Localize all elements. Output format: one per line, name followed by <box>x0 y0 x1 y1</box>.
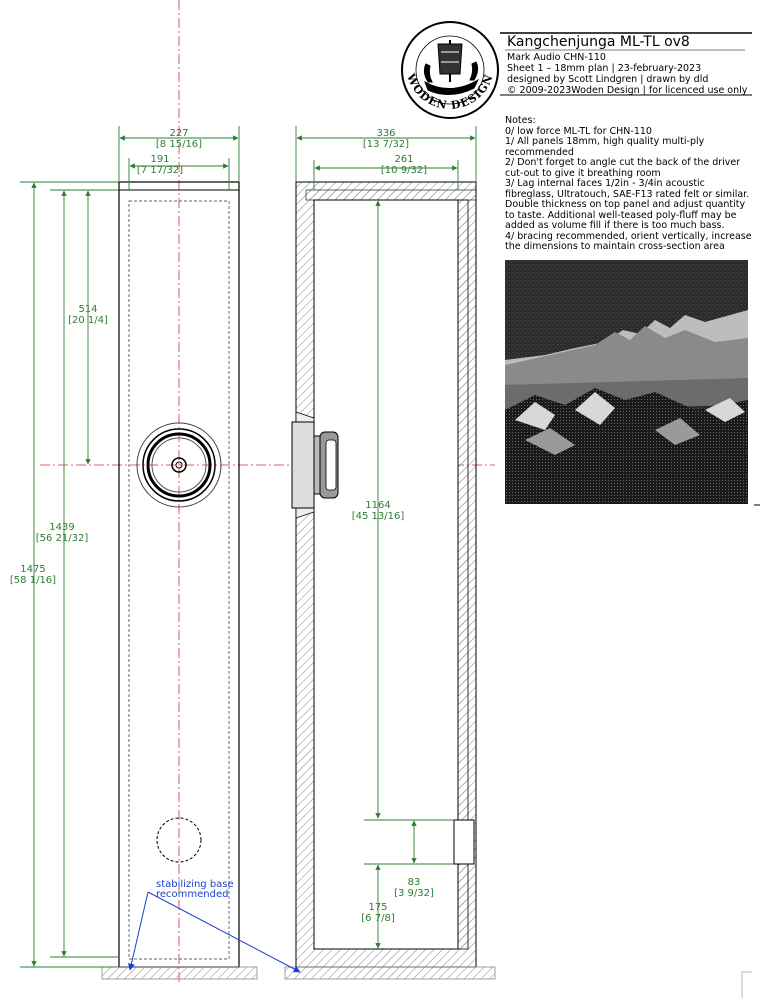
title-line-1: Mark Audio CHN-110 <box>507 52 606 63</box>
dim-side-inner: 261 <box>394 154 413 165</box>
dimension-lines <box>20 126 477 968</box>
side-view <box>284 181 496 980</box>
dim-line-length-in: [45 13/16] <box>352 511 405 522</box>
note-item: 3/ Lag internal faces 1/2in - 3/4in acou… <box>505 178 750 231</box>
dim-front-width: 227 <box>169 128 188 139</box>
base-side <box>284 966 496 980</box>
title-line-2: Sheet 1 – 18mm plan | 23-february-2023 <box>507 63 702 74</box>
base-front <box>101 966 258 980</box>
notes-panel: Notes: 0/ low force ML-TL for CHN-110 1/… <box>505 115 755 253</box>
dim-front-inner: 191 <box>150 154 169 165</box>
base-annotation: stabilizing base recommended <box>128 879 301 973</box>
note-item: 4/ bracing recommended, orient verticall… <box>505 230 752 252</box>
annotation-line1: stabilizing base <box>156 879 234 890</box>
dim-total-height-in: [58 1/16] <box>10 575 56 586</box>
driver-front <box>136 422 222 508</box>
title-block-rules <box>500 32 752 96</box>
drawing-title: Kangchenjunga ML-TL ov8 <box>507 34 690 50</box>
driver-side <box>291 411 339 519</box>
dim-side-inner-in: [10 9/32] <box>381 165 427 176</box>
dim-port-height: 83 <box>408 877 421 888</box>
dim-port-offset: 175 <box>368 902 387 913</box>
dim-side-depth-in: [13 7/32] <box>363 139 409 150</box>
front-view <box>101 181 258 980</box>
dimension-labels: 227 [8 15/16] 191 [7 17/32] 514 [20 1/4]… <box>10 128 434 924</box>
notes-heading: Notes: <box>505 115 536 126</box>
dim-total-height: 1475 <box>20 564 45 575</box>
note-item: 2/ Don't forget to angle cut the back of… <box>505 157 741 179</box>
dim-inner-height: 1439 <box>49 522 74 533</box>
dim-front-inner-in: [7 17/32] <box>137 165 183 176</box>
dim-driver-height-in: [20 1/4] <box>68 315 108 326</box>
dim-front-width-in: [8 15/16] <box>156 139 202 150</box>
dim-driver-height: 514 <box>78 304 97 315</box>
port-circle <box>156 817 202 863</box>
port-block <box>453 819 475 865</box>
dim-line-length: 1164 <box>365 500 390 511</box>
dim-port-offset-in: [6 7/8] <box>361 913 395 924</box>
mountain-photo <box>505 260 748 504</box>
dim-port-height-in: [3 9/32] <box>394 888 434 899</box>
dim-side-depth: 336 <box>376 128 395 139</box>
dim-inner-height-in: [56 21/32] <box>36 533 89 544</box>
note-item: 0/ low force ML-TL for CHN-110 <box>505 125 652 137</box>
note-item: 1/ All panels 18mm, high quality multi-p… <box>505 136 705 158</box>
woden-logo: WODEN DESIGN <box>401 21 499 119</box>
title-line-3: designed by Scott Lindgren | drawn by dl… <box>507 74 709 85</box>
title-line-4: © 2009-2023Woden Design | for licenced u… <box>507 85 748 96</box>
viking-ship-icon <box>423 40 480 95</box>
annotation-line2: recommended <box>156 889 228 900</box>
title-block: Kangchenjunga ML-TL ov8 Mark Audio CHN-1… <box>507 34 752 96</box>
